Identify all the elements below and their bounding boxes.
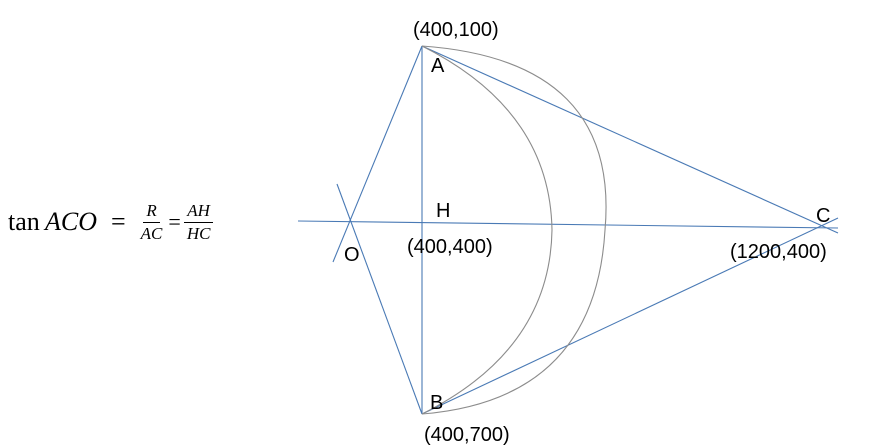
point-a-label: A bbox=[431, 55, 445, 77]
fraction-1-numerator: R bbox=[143, 201, 160, 223]
fraction-1-denominator: AC bbox=[140, 223, 163, 243]
point-o-label: O bbox=[344, 244, 360, 266]
fraction-2-numerator: AH bbox=[184, 201, 213, 223]
line-horizontal-axis bbox=[297, 220, 839, 229]
tan-aco-formula: tan ACO = R AC = AH HC bbox=[8, 192, 213, 252]
line-tangent-bo bbox=[336, 183, 423, 415]
point-h-coord: (400,400) bbox=[407, 236, 493, 258]
line-tangent-ac bbox=[421, 45, 839, 234]
fraction-r-over-ac: R AC bbox=[138, 201, 166, 244]
arc-outer bbox=[421, 45, 607, 415]
point-c-coord: (1200,400) bbox=[730, 241, 827, 263]
point-b-coord: (400,700) bbox=[424, 424, 510, 446]
point-c-label: C bbox=[816, 205, 830, 227]
formula-lhs: tan ACO bbox=[8, 207, 97, 237]
formula-angle: ACO bbox=[44, 207, 97, 236]
point-a-coord: (400,100) bbox=[413, 19, 499, 41]
point-b-label: B bbox=[430, 392, 443, 414]
line-tangent-bc bbox=[421, 217, 839, 415]
arc-inner bbox=[421, 45, 553, 415]
fraction-ah-over-hc: AH HC bbox=[184, 201, 214, 244]
formula-equals-2: = bbox=[168, 209, 181, 234]
point-h-label: H bbox=[436, 200, 450, 222]
line-tangent-ao bbox=[332, 45, 423, 263]
fraction-2-denominator: HC bbox=[186, 223, 211, 243]
formula-func: tan bbox=[8, 207, 40, 236]
formula-equals-1: = bbox=[110, 207, 126, 236]
